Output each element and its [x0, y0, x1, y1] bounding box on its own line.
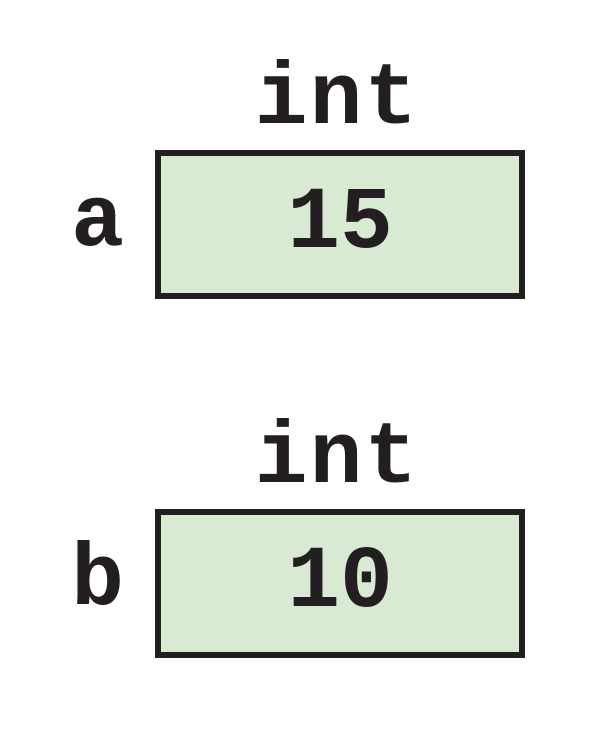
variable-name-a: a [71, 173, 124, 272]
variable-name-b: b [71, 532, 124, 631]
value-box-a: 15 [155, 150, 525, 299]
value-text-a: 15 [287, 175, 393, 274]
value-box-b: 10 [155, 509, 525, 658]
value-text-b: 10 [287, 534, 393, 633]
variable-b: int b 10 [0, 359, 589, 659]
type-label-b: int [254, 410, 420, 509]
variable-a: int a 15 [0, 0, 589, 300]
type-label-a: int [254, 51, 420, 150]
